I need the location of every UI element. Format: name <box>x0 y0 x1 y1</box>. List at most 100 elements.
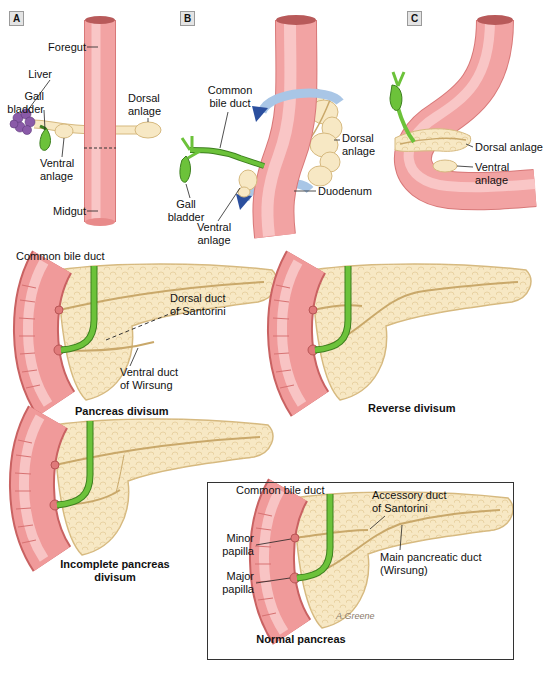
part-label: Common bile duct <box>16 250 116 263</box>
illustration-part <box>370 516 385 529</box>
part-label: Dorsal anlage <box>475 141 545 154</box>
illustration-part <box>44 110 45 130</box>
part-label: Foregut <box>38 41 86 54</box>
illustration-part <box>186 184 190 198</box>
panel-a-embryo <box>10 16 161 226</box>
illustration-part <box>135 122 161 138</box>
illustration-part <box>276 15 316 25</box>
illustration-part <box>315 266 348 350</box>
part-label: Ventral anlage <box>40 157 92 183</box>
illustration-part <box>180 156 191 182</box>
panel-letter: C <box>411 13 418 24</box>
illustration-part <box>61 266 94 350</box>
illustration-part <box>57 421 90 505</box>
illustration-part <box>92 20 101 222</box>
part-label: Gall bladder <box>2 90 44 116</box>
illustration-part <box>85 218 115 226</box>
illustration-part <box>10 120 18 128</box>
part-label: Main pancreatic duct (Wirsung) <box>380 551 492 577</box>
panel-caption: Pancreas divisum <box>75 405 195 418</box>
panel-caption: Incomplete pancreas divisum <box>60 558 170 584</box>
illustration-part <box>312 264 531 400</box>
illustration-part <box>262 93 340 112</box>
illustration-part <box>130 348 138 366</box>
illustration-part <box>466 144 473 147</box>
part-label: Major papilla <box>210 570 254 596</box>
part-label: Ventral anlage <box>475 161 545 187</box>
illustration-part <box>273 262 318 404</box>
illustration-part <box>393 72 404 86</box>
panel-letter-box: C <box>407 11 422 26</box>
illustration-part <box>84 148 116 149</box>
illustration-part <box>148 118 149 122</box>
illustration-part <box>256 539 291 545</box>
illustration-part <box>390 85 402 110</box>
illustration-part <box>85 20 115 222</box>
illustration-part <box>59 282 264 310</box>
incomplete-divisum-drawing <box>15 417 273 559</box>
illustration-part <box>190 150 264 166</box>
panel-b-rotation <box>180 15 342 236</box>
illustration-part <box>433 160 457 172</box>
panel-title: Normal pancreas <box>241 633 361 646</box>
illustration-part <box>186 112 340 221</box>
illustration-part <box>55 437 260 465</box>
illustration-part <box>62 138 64 157</box>
illustration-part <box>256 578 290 583</box>
part-label: Gall bladder <box>166 198 206 224</box>
panel-letter-box: A <box>9 11 24 26</box>
illustration-part <box>116 455 124 493</box>
illustration-part <box>218 188 240 221</box>
panel-c-fusion <box>390 15 535 191</box>
pancreas-divisum-drawing <box>19 262 277 404</box>
part-label: Dorsal duct of Santorini <box>170 292 236 318</box>
part-label: Common bile duct <box>236 484 331 497</box>
part-label: Common bile duct <box>200 84 260 110</box>
illustration-part <box>58 264 277 400</box>
illustration-part <box>84 20 116 222</box>
normal-pancreas-drawing <box>255 490 513 632</box>
part-label: Ventral anlage <box>192 221 236 247</box>
part-label: Minor papilla <box>210 532 254 558</box>
illustration-part <box>220 112 228 148</box>
part-label: Liver <box>12 68 52 81</box>
illustration-part <box>85 16 115 24</box>
panel-caption: Reverse divisum <box>368 402 488 415</box>
illustration-part <box>313 305 362 310</box>
illustration-part <box>15 417 60 559</box>
part-label: Dorsal anlage <box>342 132 387 158</box>
illustration-part <box>87 47 98 48</box>
illustration-part <box>457 144 473 167</box>
illustration-part <box>413 20 535 191</box>
illustration-part <box>457 166 473 167</box>
illustration-part <box>23 126 32 135</box>
illustration-part <box>182 136 200 158</box>
illustration-part <box>55 124 73 138</box>
illustration-part <box>334 140 340 141</box>
illustration-part <box>267 20 290 236</box>
illustration-part <box>87 211 98 212</box>
illustration-part <box>294 191 316 192</box>
illustration-part <box>40 128 51 150</box>
illustration-part <box>398 108 414 142</box>
part-label: Midgut <box>38 205 86 218</box>
illustration-part <box>308 166 332 186</box>
part-label: Ventral duct of Wirsung <box>120 366 188 392</box>
illustration-part <box>413 20 535 191</box>
panel-letter-box: B <box>180 11 195 26</box>
reverse-divisum-drawing <box>273 262 531 404</box>
illustration-part <box>477 15 513 25</box>
illustration-part <box>19 262 64 404</box>
panel-letter: B <box>184 13 191 24</box>
illustration-part <box>409 20 535 187</box>
panel-letter: A <box>13 13 20 24</box>
part-label: Duodenum <box>318 185 388 198</box>
part-label: Dorsal anlage <box>128 92 173 118</box>
part-label: Accessory duct of Santorini <box>372 489 456 515</box>
illustration-part <box>297 494 330 578</box>
illustration-part <box>190 150 264 166</box>
illustration-part <box>252 106 268 122</box>
illustration-part <box>255 490 300 632</box>
